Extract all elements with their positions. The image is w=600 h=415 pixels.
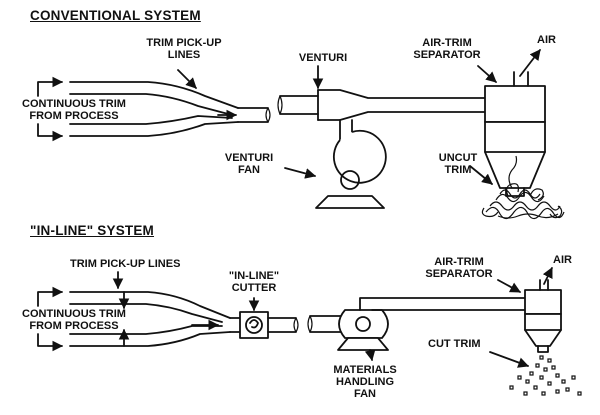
uncut-trim-label: UNCUT TRIM xyxy=(438,152,478,176)
conventional-separator xyxy=(477,49,546,197)
inline-fan-and-duct xyxy=(307,297,526,362)
uncut-trim-pile xyxy=(469,155,565,220)
conventional-process-arrows xyxy=(37,69,238,142)
venturi-fan-label: VENTURI FAN xyxy=(224,152,274,176)
cut-trim-pieces xyxy=(489,351,582,396)
inline-air-label: AIR xyxy=(553,254,572,266)
conventional-air-label: AIR xyxy=(537,34,556,46)
inline-continuous-trim-label: CONTINUOUS TRIM FROM PROCESS xyxy=(22,308,126,332)
materials-handling-fan-label: MATERIALS HANDLING FAN xyxy=(333,364,397,400)
conventional-venturi xyxy=(277,65,486,121)
inline-cutter-label: "IN-LINE" CUTTER xyxy=(228,270,280,294)
conventional-continuous-trim-label: CONTINUOUS TRIM FROM PROCESS xyxy=(22,98,126,122)
conventional-trim-pickup-label: TRIM PICK-UP LINES xyxy=(146,37,222,61)
conventional-separator-label: AIR-TRIM SEPARATOR xyxy=(413,37,481,61)
cut-trim-label: CUT TRIM xyxy=(428,338,481,350)
inline-trim-pickup-label: TRIM PICK-UP LINES xyxy=(70,258,181,270)
inline-pickup-lines xyxy=(69,291,241,347)
venturi-label: VENTURI xyxy=(298,52,348,64)
inline-cutter xyxy=(239,297,299,339)
conventional-heading: CONVENTIONAL SYSTEM xyxy=(30,8,201,23)
inline-heading: "IN-LINE" SYSTEM xyxy=(30,223,155,238)
inline-separator xyxy=(497,267,562,353)
inline-separator-label: AIR-TRIM SEPARATOR xyxy=(425,256,493,280)
conventional-pickup-lines xyxy=(69,81,271,137)
inline-process-arrows xyxy=(37,271,220,352)
conventional-venturi-fan xyxy=(284,119,387,209)
